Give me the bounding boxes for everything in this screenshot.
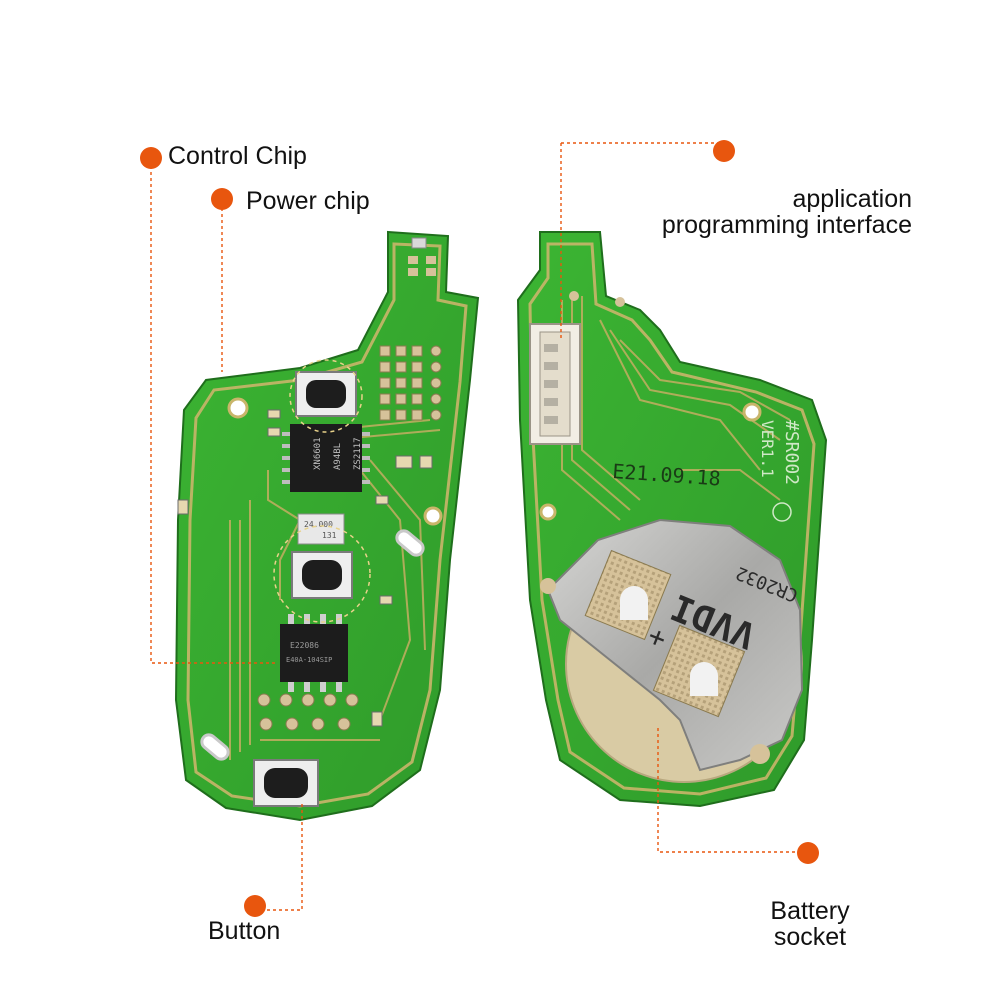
- left-button-2: [291, 551, 353, 599]
- callout-dots: [140, 140, 819, 917]
- control-chip-label: Control Chip: [168, 142, 307, 170]
- power-chip-marking-1: XN6601: [313, 437, 323, 470]
- power-chip-callout-dot: [211, 188, 233, 210]
- power-chip-marking-2: A94BL: [333, 443, 343, 470]
- control-chip-marking-2: E40A-104SIP: [286, 656, 332, 664]
- battery-socket-label-line-2: socket: [773, 923, 847, 951]
- button-callout-dot: [244, 895, 266, 917]
- board-version-print: VER1.1: [758, 420, 777, 478]
- left-button-1: [295, 371, 357, 417]
- battery-socket: + VVDI CR2032: [546, 518, 804, 772]
- button-label: Button: [208, 917, 281, 945]
- battery-socket-callout-dot: [797, 842, 819, 864]
- board-model-print: #SR002: [781, 420, 802, 485]
- api-label-line-2: programming interface: [661, 211, 912, 239]
- crystal-marking-1: 24.000: [304, 520, 333, 529]
- battery-socket-label-line-1: Battery: [770, 897, 850, 925]
- control-chip: E22086 E40A-104SIP: [280, 614, 348, 692]
- callout-leaders: [150, 142, 800, 911]
- api-label-line-1: application: [792, 185, 912, 213]
- left-button-3: [253, 759, 319, 807]
- power-chip: XN6601 A94BL ZS2117: [282, 424, 370, 492]
- crystal-marking-2: 131: [322, 531, 337, 540]
- api-connector: [529, 323, 581, 445]
- power-chip-label: Power chip: [246, 187, 370, 215]
- power-chip-marking-3: ZS2117: [353, 437, 363, 470]
- control-chip-callout-dot: [140, 147, 162, 169]
- left-pcb-board: XN6601 A94BL ZS2117 24.000 131 E22086 E4…: [174, 230, 480, 822]
- api-callout-dot: [713, 140, 735, 162]
- control-chip-marking-1: E22086: [290, 641, 319, 650]
- right-pcb-board: E21.09.18 #SR002 VER1.1 + VVDI CR2032: [516, 231, 828, 808]
